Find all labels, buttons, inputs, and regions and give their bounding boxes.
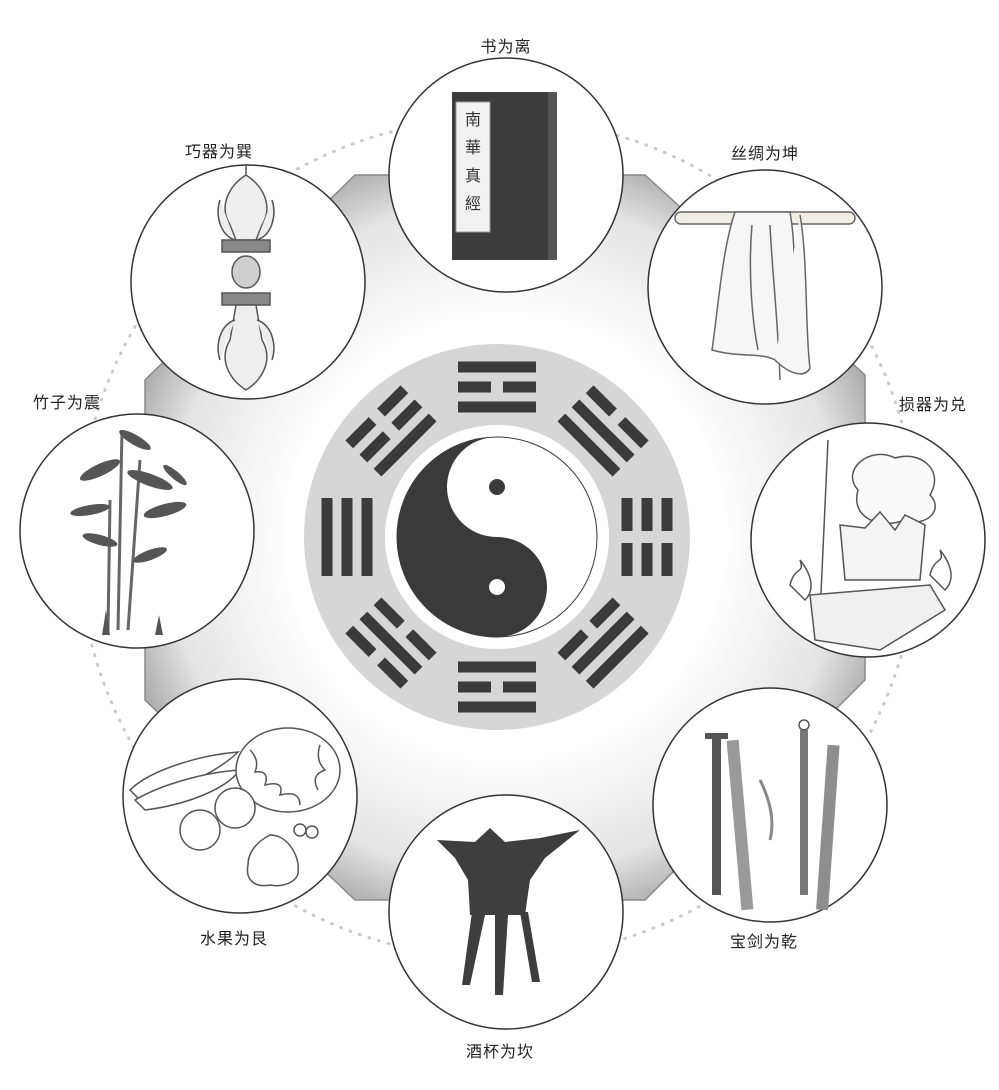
circle-bamboo bbox=[19, 413, 255, 649]
trigram-line bbox=[585, 385, 617, 417]
taiji-symbol bbox=[396, 436, 598, 638]
trigram-line bbox=[458, 401, 536, 413]
trigram-line bbox=[377, 657, 409, 689]
trigram-line bbox=[641, 498, 653, 531]
trigram-line bbox=[661, 543, 673, 576]
book-title-char: 南 bbox=[465, 110, 481, 129]
trigram-line bbox=[557, 413, 621, 477]
trigram-line bbox=[377, 385, 409, 417]
trigram bbox=[345, 597, 437, 689]
caption-xun: 巧器为巽 bbox=[184, 142, 254, 161]
trigram-line bbox=[391, 399, 423, 431]
bamboo-icon bbox=[70, 429, 187, 635]
object-circles bbox=[19, 57, 986, 1030]
trigram-line bbox=[503, 681, 536, 693]
book-title-char: 真 bbox=[465, 166, 481, 185]
caption-qian: 宝剑为乾 bbox=[729, 932, 799, 951]
circle-swords bbox=[652, 687, 888, 923]
caption-kan: 酒杯为坎 bbox=[465, 1042, 535, 1061]
trigram-line bbox=[503, 381, 536, 393]
circle-silk bbox=[647, 169, 883, 405]
book-title-char: 華 bbox=[465, 138, 481, 157]
trigram-line bbox=[405, 629, 437, 661]
book-icon bbox=[452, 92, 557, 260]
trigram-line bbox=[589, 597, 621, 629]
trigram bbox=[345, 385, 437, 477]
trigram-line bbox=[458, 361, 536, 373]
trigram-line bbox=[359, 611, 423, 675]
caption-dui: 损器为兑 bbox=[898, 395, 968, 414]
circle-broken-vessel bbox=[750, 422, 986, 658]
trigram bbox=[557, 385, 649, 477]
silk-icon bbox=[674, 211, 856, 381]
trigram-line bbox=[458, 701, 536, 713]
trigram-line bbox=[571, 399, 635, 463]
trigram-group bbox=[321, 361, 673, 713]
swords-icon bbox=[705, 719, 840, 911]
caption-kun: 丝绸为坤 bbox=[730, 144, 800, 163]
trigram-line bbox=[345, 625, 377, 657]
vajra-icon bbox=[217, 165, 275, 391]
fruit-icon bbox=[128, 727, 341, 887]
wine-cup-icon bbox=[437, 828, 580, 995]
trigram bbox=[321, 498, 373, 576]
trigram bbox=[557, 597, 649, 689]
caption-zhen: 竹子为震 bbox=[32, 393, 102, 412]
trigram bbox=[621, 498, 673, 576]
broken-vessel-icon bbox=[789, 439, 952, 651]
book-title-char: 經 bbox=[465, 194, 481, 213]
circle-vajra bbox=[130, 164, 366, 400]
trigram-line bbox=[345, 417, 377, 449]
trigram-line bbox=[557, 629, 589, 661]
circle-fruit bbox=[122, 678, 358, 914]
circle-wine-cup bbox=[388, 794, 624, 1030]
trigram-line bbox=[458, 661, 536, 673]
circle-book bbox=[388, 57, 624, 293]
trigram-line bbox=[621, 543, 633, 576]
trigram-line bbox=[641, 543, 653, 576]
trigram-line bbox=[373, 597, 405, 629]
trigram-line bbox=[359, 431, 391, 463]
trigram-line bbox=[341, 498, 353, 576]
trigram bbox=[458, 661, 536, 713]
trigram-line bbox=[661, 498, 673, 531]
trigram-line bbox=[585, 625, 649, 689]
trigram-line bbox=[373, 413, 437, 477]
trigram bbox=[458, 361, 536, 413]
trigram-line bbox=[458, 681, 491, 693]
caption-li: 书为离 bbox=[480, 37, 532, 56]
trigram-line bbox=[458, 381, 491, 393]
trigram-line bbox=[361, 498, 373, 576]
trigram-line bbox=[621, 498, 633, 531]
trigram-line bbox=[617, 417, 649, 449]
trigram-line bbox=[321, 498, 333, 576]
trigram-line bbox=[571, 611, 635, 675]
caption-gen: 水果为艮 bbox=[199, 929, 269, 948]
